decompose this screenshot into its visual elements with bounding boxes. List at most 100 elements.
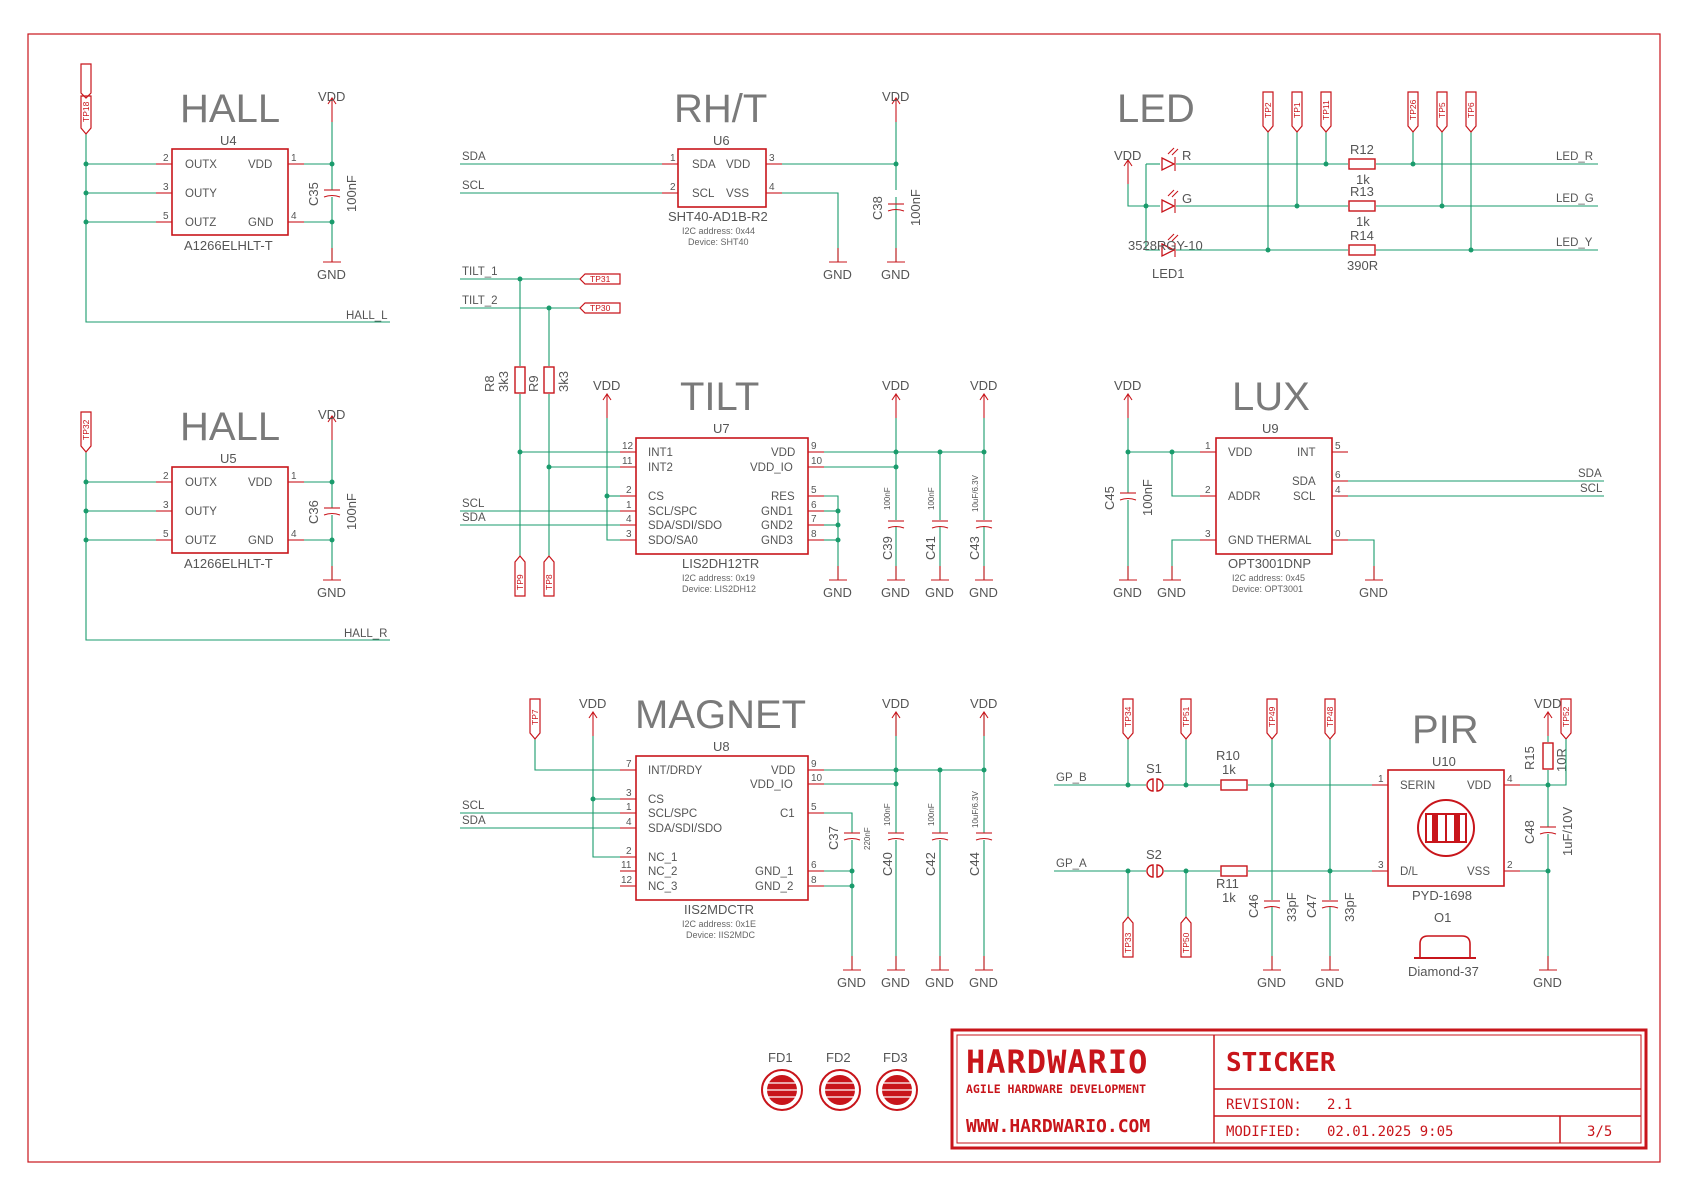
u8-pinnum-7: 7 — [626, 759, 632, 770]
u7-vdd-label-left: VDD — [593, 378, 620, 393]
u8-pin-gnd2: GND_2 — [755, 881, 793, 893]
u4-pinnum-1: 1 — [291, 153, 297, 164]
net-gp-b: GP_B — [1056, 772, 1087, 784]
u8-note-device: Device: IIS2MDC — [686, 930, 756, 940]
led1-label-g: G — [1182, 191, 1192, 206]
u9-pin-gnd-thermal: GND THERMAL — [1228, 535, 1312, 547]
u8-pin-int: INT/DRDY — [648, 765, 703, 777]
c37-ref: C37 — [826, 826, 841, 850]
u7-pinnum-6: 6 — [811, 500, 817, 511]
section-title-pir: PIR — [1412, 708, 1479, 752]
u7-pin-gnd2: GND2 — [761, 520, 793, 532]
u7-gnd-label-3: GND — [925, 585, 954, 600]
u7-pin-scl: SCL/SPC — [648, 506, 697, 518]
title-block: HARDWARIO AGILE HARDWARE DEVELOPMENT WWW… — [950, 1028, 1648, 1150]
u5-pin-gnd: GND — [248, 535, 274, 547]
fiducials: FD1 FD2 FD3 — [761, 1050, 918, 1111]
u6-gnd-label-2: GND — [881, 267, 910, 282]
r13-ref: R13 — [1350, 184, 1374, 199]
section-title-hall-2: HALL — [180, 405, 280, 449]
u8-pinnum-4: 4 — [626, 817, 632, 828]
c47-value: 33pF — [1342, 892, 1357, 922]
tp6-label: TP6 — [1466, 102, 1476, 118]
fiducial-fd2 — [819, 1069, 861, 1111]
tilt-u7-block: TILT U7 INT1 INT2 CS SCL/SPC SDA/SDI/SDO… — [460, 266, 998, 600]
u9-pin-sda: SDA — [1292, 476, 1316, 488]
tp34-label: TP34 — [1123, 706, 1133, 727]
net-scl-u6: SCL — [462, 180, 485, 192]
u8-pin-nc1: NC_1 — [648, 852, 677, 864]
u9-pinnum-6: 6 — [1335, 470, 1341, 481]
u8-vdd-label-2: VDD — [970, 696, 997, 711]
c38-value: 100nF — [908, 189, 923, 226]
u4-pinnum-5: 5 — [163, 211, 169, 222]
u9-pinnum-1: 1 — [1205, 441, 1211, 452]
u7-pinnum-10: 10 — [811, 456, 823, 467]
u5-pin-vdd: VDD — [248, 477, 272, 489]
u5-pinnum-3: 3 — [163, 500, 169, 511]
r11-value: 1k — [1222, 890, 1236, 905]
u6-pin-vss: VSS — [726, 188, 749, 200]
net-sda-u7: SDA — [462, 512, 486, 524]
u9-pinnum-3: 3 — [1205, 529, 1211, 540]
u8-pinnum-9: 9 — [811, 759, 817, 770]
u7-pinnum-7: 7 — [811, 514, 817, 525]
u8-pin-gnd1: GND_1 — [755, 866, 793, 878]
u10-vdd-label: VDD — [1534, 696, 1561, 711]
u10-value: PYD-1698 — [1412, 888, 1472, 903]
c35-ref: C35 — [306, 182, 321, 206]
revision-label: REVISION: — [1226, 1097, 1302, 1113]
u9-vdd-label: VDD — [1114, 378, 1141, 393]
r12-ref: R12 — [1350, 142, 1374, 157]
tp9-label: TP9 — [515, 574, 525, 590]
c48-ref: C48 — [1522, 820, 1537, 844]
c43-ref: C43 — [967, 536, 982, 560]
u8-pinnum-5: 5 — [811, 802, 817, 813]
led-block: LED VDD R G 3528RGY-10 LED1 R12 1k R13 1… — [1114, 87, 1598, 281]
r8-ref: R8 — [482, 375, 497, 392]
u9-gnd-label-2: GND — [1157, 585, 1186, 600]
u4-pinnum-4: 4 — [291, 211, 297, 222]
led1-label-r: R — [1182, 148, 1191, 163]
section-title-magnet: MAGNET — [635, 693, 806, 737]
u6-gnd-label-1: GND — [823, 267, 852, 282]
section-title-lux: LUX — [1232, 375, 1310, 419]
tp11-label: TP11 — [1321, 100, 1331, 120]
c40-value: 100nF — [883, 803, 892, 826]
u7-pinnum-9: 9 — [811, 441, 817, 452]
u6-pinnum-3: 3 — [769, 153, 775, 164]
u8-pinnum-8: 8 — [811, 875, 817, 886]
u8-vdd-label-left: VDD — [579, 696, 606, 711]
u7-gnd-label-2: GND — [881, 585, 910, 600]
o1-value: Diamond-37 — [1408, 964, 1479, 979]
o1-ref: O1 — [1434, 910, 1451, 925]
u8-pin-vdd: VDD — [771, 765, 795, 777]
u5-value: A1266ELHLT-T — [184, 556, 273, 571]
tp26-label: TP26 — [1408, 99, 1418, 120]
u5-pinnum-5: 5 — [163, 529, 169, 540]
r12-value: 1k — [1356, 172, 1370, 187]
s2-solder-jumper — [1146, 864, 1164, 878]
fd3-label: FD3 — [883, 1050, 908, 1065]
company-logo: HARDWARIO — [966, 1043, 1148, 1081]
u5-pin-outy: OUTY — [185, 506, 217, 518]
u5-body — [171, 466, 289, 554]
c47-ref: C47 — [1304, 894, 1319, 918]
net-tilt-1: TILT_1 — [462, 266, 498, 278]
r10-value: 1k — [1222, 762, 1236, 777]
u5-gnd-label: GND — [317, 585, 346, 600]
u9-ref: U9 — [1262, 421, 1279, 436]
sheet-number: 3/5 — [1587, 1124, 1612, 1140]
net-scl-u7: SCL — [462, 498, 485, 510]
u7-gnd-label-1: GND — [823, 585, 852, 600]
fd2-label: FD2 — [826, 1050, 851, 1065]
company-url: WWW.HARDWARIO.COM — [966, 1116, 1150, 1137]
u8-gnd-label-3: GND — [925, 975, 954, 990]
tp32-label: TP32 — [81, 419, 91, 440]
fiducial-fd3 — [876, 1069, 918, 1111]
r9-value: 3k3 — [556, 371, 571, 392]
u10-body — [1387, 769, 1505, 887]
section-title-tilt: TILT — [680, 375, 759, 419]
r14-value: 390R — [1347, 258, 1378, 273]
u7-pin-int2: INT2 — [648, 462, 673, 474]
